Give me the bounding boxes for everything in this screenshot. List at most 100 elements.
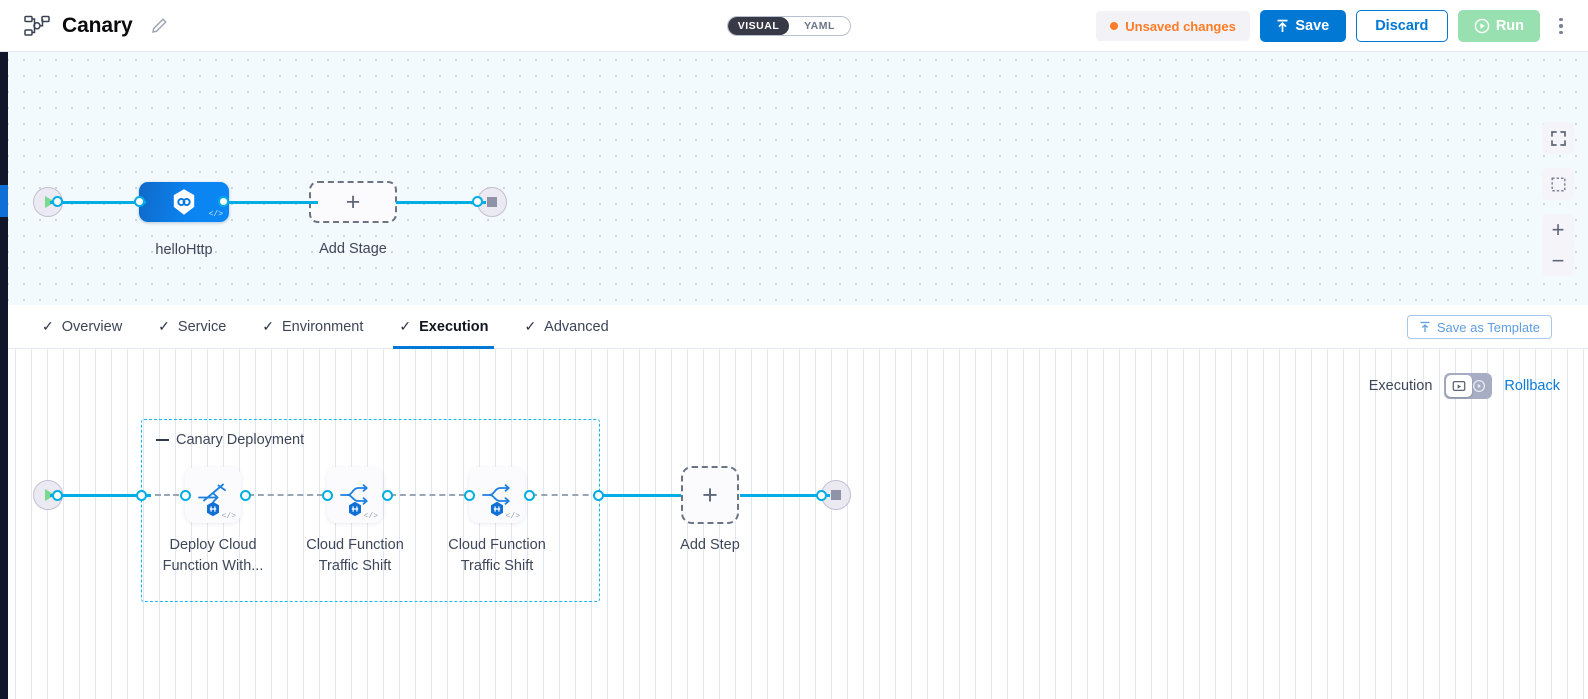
step-label-line2: Function With... [162, 558, 264, 575]
stop-end-icon [831, 490, 841, 500]
port-step2-in[interactable] [322, 490, 333, 501]
fit-to-screen-button[interactable] [1542, 122, 1574, 154]
pipeline-start-node[interactable] [33, 187, 63, 217]
execution-start-node[interactable] [33, 480, 63, 510]
execution-rollback-switch[interactable] [1444, 373, 1493, 399]
step-label-line1: Deploy Cloud [169, 537, 257, 553]
harness-hex-badge [206, 501, 221, 517]
port-step1-in[interactable] [180, 490, 191, 501]
traffic-shift-icon [480, 481, 514, 509]
harness-hex-badge [490, 501, 505, 517]
port-step3-out[interactable] [524, 490, 535, 501]
port-step3-in[interactable] [464, 490, 475, 501]
stop-end-icon [487, 197, 497, 207]
edge-start-to-stage [50, 201, 146, 204]
tab-execution-label: Execution [419, 318, 489, 335]
left-rail [0, 52, 8, 305]
step-code-tag: </> [363, 512, 378, 521]
page-title: Canary [62, 13, 133, 37]
header-actions: Unsaved changes Save Discard Run [1096, 0, 1572, 52]
step-label-line1: Cloud Function [448, 537, 546, 553]
save-button[interactable]: Save [1259, 10, 1346, 42]
plus-icon: + [345, 187, 361, 216]
execution-canvas[interactable]: Execution Rollback Canary Deployment [0, 349, 1588, 699]
step-node-traffic-shift-2[interactable]: </> [469, 467, 525, 523]
pencil-edit-icon[interactable] [151, 17, 168, 34]
step-label-line1: Cloud Function [306, 537, 404, 553]
port-exec-end-in[interactable] [816, 490, 827, 501]
collapse-dash-icon[interactable] [156, 439, 169, 441]
view-mode-yaml[interactable]: YAML [804, 20, 835, 32]
tab-service-label: Service [177, 318, 227, 335]
add-step-button[interactable]: + [681, 466, 739, 524]
rollback-mode-icon[interactable] [1472, 379, 1486, 393]
execution-end-node[interactable] [821, 480, 851, 510]
view-mode-toggle[interactable]: VISUAL YAML [727, 16, 851, 36]
kebab-menu-icon[interactable] [1550, 10, 1572, 42]
step-node-label-1: Deploy Cloud Function With... [153, 535, 273, 577]
play-start-icon [44, 196, 55, 208]
tab-service[interactable]: ✓ Service [140, 305, 244, 349]
app-header: Canary VISUAL YAML Unsaved changes Save … [0, 0, 1588, 52]
tab-environment-label: Environment [282, 318, 364, 335]
edge-step1-to-step2 [248, 494, 323, 496]
edge-exec-start [50, 494, 151, 497]
tab-advanced[interactable]: ✓ Advanced [506, 305, 626, 349]
port-stage-in[interactable] [134, 196, 145, 207]
step-label-line2: Traffic Shift [318, 558, 392, 575]
execution-left-rail [0, 349, 8, 699]
execution-rollback-toggle-row: Execution Rollback [1369, 373, 1560, 399]
add-stage-button[interactable]: + [309, 181, 397, 223]
run-button[interactable]: Run [1457, 10, 1540, 42]
edge-addstage-to-end [396, 201, 486, 204]
tab-execution[interactable]: ✓ Execution [381, 305, 506, 349]
tab-overview[interactable]: ✓ Overview [24, 305, 140, 349]
port-step2-out[interactable] [382, 490, 393, 501]
step-group-title-label: Canary Deployment [176, 432, 305, 448]
tab-overview-label: Overview [61, 318, 123, 335]
port-group-in[interactable] [136, 490, 147, 501]
port-end-in[interactable] [472, 196, 483, 207]
step-node-deploy-cloud-function[interactable]: </> [185, 467, 241, 523]
check-icon: ✓ [524, 318, 537, 334]
traffic-shift-icon [338, 481, 372, 509]
edge-addstep-to-end [740, 494, 830, 497]
stage-node-hellohttp[interactable]: </> [139, 182, 229, 222]
save-button-label: Save [1295, 18, 1330, 34]
port-start-out[interactable] [52, 196, 63, 207]
execution-mode-icon[interactable] [1446, 375, 1473, 397]
upload-arrow-icon [1276, 19, 1289, 33]
port-stage-out[interactable] [218, 196, 229, 207]
canvas-controls: + − [1542, 122, 1574, 276]
run-button-label: Run [1495, 18, 1524, 34]
step-node-traffic-shift-1[interactable]: </> [327, 467, 383, 523]
port-step1-out[interactable] [240, 490, 251, 501]
rollback-link[interactable]: Rollback [1504, 378, 1560, 394]
zoom-in-button[interactable]: + [1551, 216, 1565, 242]
port-exec-start-out[interactable] [52, 490, 63, 501]
harness-hex-badge [348, 501, 363, 517]
zoom-out-button[interactable]: − [1551, 247, 1565, 273]
unsaved-changes-label: Unsaved changes [1125, 18, 1236, 34]
step-group-canary-deployment[interactable]: Canary Deployment [141, 419, 600, 602]
step-code-tag: </> [505, 512, 520, 521]
status-badge-unsaved-changes: Unsaved changes [1096, 11, 1250, 41]
tab-environment[interactable]: ✓ Environment [244, 305, 381, 349]
view-mode-visual[interactable]: VISUAL [728, 17, 789, 35]
plus-icon: + [702, 479, 718, 510]
save-as-template-button[interactable]: Save as Template [1406, 315, 1552, 339]
port-group-out[interactable] [593, 490, 604, 501]
stage-canvas[interactable]: </> helloHttp + Add Stage + − [0, 52, 1588, 305]
execution-toggle-label: Execution [1368, 378, 1433, 394]
edge-step1-in [155, 494, 188, 496]
header-left-group: Canary [0, 14, 168, 38]
selection-box-button[interactable] [1542, 168, 1574, 200]
add-step-label: Add Step [680, 537, 740, 553]
step-group-title[interactable]: Canary Deployment [156, 432, 304, 448]
tab-advanced-label: Advanced [544, 318, 609, 335]
discard-button[interactable]: Discard [1355, 10, 1448, 42]
check-icon: ✓ [42, 318, 54, 334]
zoom-controls: + − [1542, 214, 1574, 276]
add-stage-label: Add Stage [319, 241, 387, 257]
edge-group-to-addstep [599, 494, 681, 497]
